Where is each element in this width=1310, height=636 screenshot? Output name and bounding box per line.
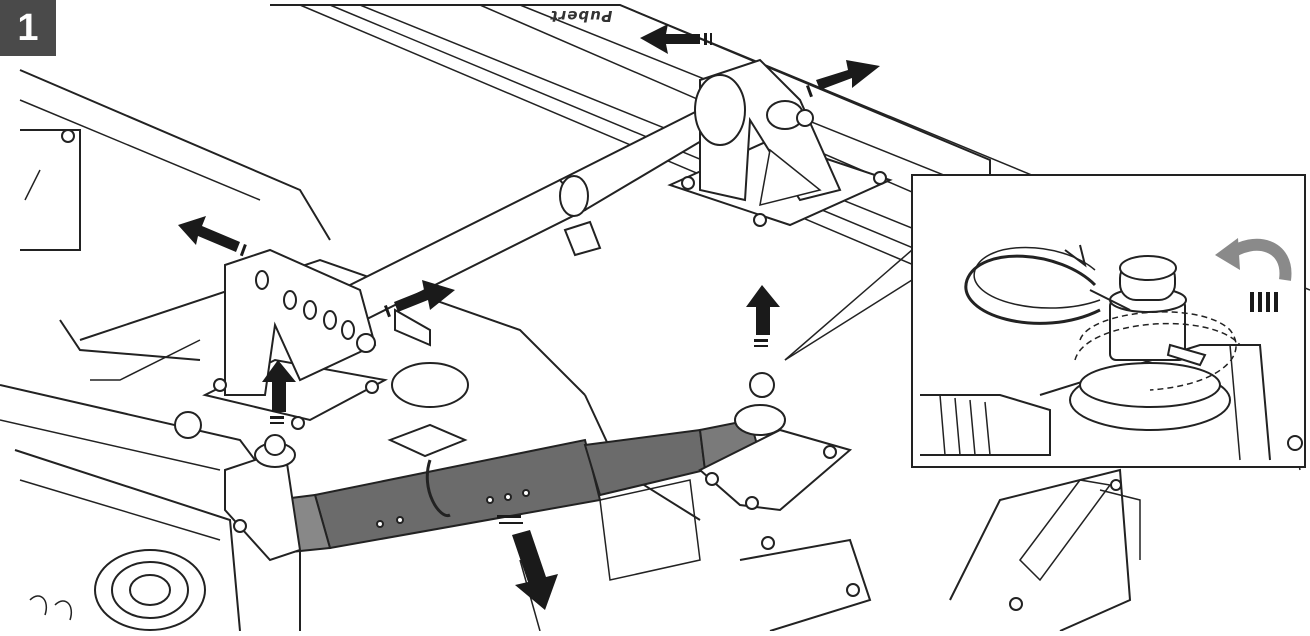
lower-turnbuckle-link	[224, 372, 853, 562]
arrow-up-left	[262, 360, 296, 424]
arrow-left-top	[640, 24, 712, 54]
spring-clip	[964, 244, 1131, 325]
step-number-badge: 1	[0, 0, 56, 56]
arrow-left-mid	[178, 216, 247, 257]
rotate-counterclockwise-icon	[1215, 238, 1292, 312]
callout-leader	[784, 249, 913, 361]
arrow-right-top	[805, 60, 880, 98]
brand-decal: Pubert	[549, 7, 613, 25]
direction-arrows	[178, 24, 880, 610]
upper-left-bracket	[174, 248, 389, 439]
arrow-right-center	[384, 280, 455, 318]
detail-inset	[911, 174, 1306, 468]
arrow-up-right	[746, 285, 780, 347]
arrow-down	[497, 515, 558, 610]
upper-right-bracket	[667, 58, 893, 227]
